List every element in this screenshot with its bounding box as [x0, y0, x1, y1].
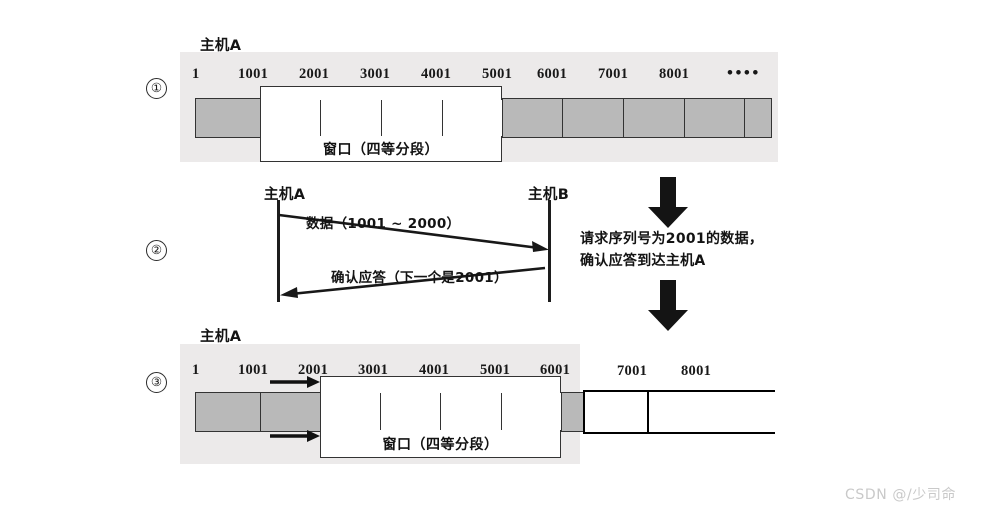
- row1-cell-3001: [381, 98, 442, 138]
- csdn-watermark: CSDN @/少司命: [845, 487, 957, 503]
- row1-seq-label-1001: 1001: [238, 66, 269, 82]
- row1-host-label: 主机A: [200, 38, 242, 54]
- row3-ext-cell-6001: [583, 390, 647, 434]
- row2-explanation-line1: 请求序列号为2001的数据，: [580, 231, 764, 247]
- row1-window-top: [260, 86, 502, 100]
- row3-window-top: [320, 376, 561, 393]
- row3-ext-seq-label-7001: 7001: [617, 363, 648, 379]
- row1-seq-label-3001: 3001: [360, 66, 391, 82]
- row1-ellipsis: ••••: [727, 63, 761, 82]
- row3-ext-seq-label-8001: 8001: [681, 363, 712, 379]
- row1-seq-label-8001: 8001: [659, 66, 690, 82]
- row3-seq-label-1: 1: [192, 362, 200, 378]
- row2-host-a-label: 主机A: [264, 187, 306, 203]
- row2-explanation: 请求序列号为2001的数据， 确认应答到达主机A: [580, 228, 763, 272]
- row3-window-caption: 窗口（四等分段）: [320, 430, 561, 458]
- row3-cell-5001: [501, 392, 561, 432]
- flow-arrow-down-top: [648, 177, 688, 228]
- row3-host-label: 主机A: [200, 329, 242, 345]
- row1-window-caption: 窗口（四等分段）: [260, 136, 502, 162]
- row3-ext-cell-7001: [647, 390, 711, 434]
- row1-seq-label-2001: 2001: [299, 66, 330, 82]
- row3-seq-label-6001: 6001: [540, 362, 571, 378]
- row3-seq-label-1001: 1001: [238, 362, 269, 378]
- row3-seq-label-3001: 3001: [358, 362, 389, 378]
- row2-host-b-label: 主机B: [528, 187, 570, 203]
- window-slide-arrow-top: [270, 376, 320, 388]
- row3-cell-1: [195, 392, 260, 432]
- row1-cell-4001: [442, 98, 502, 138]
- row3-cell-3001: [380, 392, 440, 432]
- row1-cell-7001: [623, 98, 684, 138]
- row1-seq-label-6001: 6001: [537, 66, 568, 82]
- window-slide-arrow-bottom: [270, 430, 320, 442]
- row1-cell-8001: [684, 98, 744, 138]
- row1-cell-6001: [562, 98, 623, 138]
- row2-explanation-line2: 确认应答到达主机A: [580, 253, 706, 269]
- row1-cell-1: [195, 98, 260, 138]
- row3-cell-6001: [561, 392, 585, 432]
- row1-seq-label-1: 1: [192, 66, 200, 82]
- row1-cell-1001: [260, 98, 320, 138]
- row3-cell-1001: [260, 392, 320, 432]
- row2-lifeline-host-a: [277, 200, 280, 302]
- row1-seq-label-7001: 7001: [598, 66, 629, 82]
- row1-cell-5001: [502, 98, 562, 138]
- step-number-one: ①: [146, 78, 167, 99]
- row2-lifeline-host-b: [548, 200, 551, 302]
- row3-seq-label-2001: 2001: [298, 362, 329, 378]
- row2-data-label: 数据（1001 ~ 2000）: [306, 216, 461, 232]
- row2-data-arrow: [278, 213, 549, 252]
- row3-seq-label-5001: 5001: [480, 362, 511, 378]
- row2-ack-arrow: [280, 266, 546, 298]
- row1-seq-label-4001: 4001: [421, 66, 452, 82]
- row3-cell-4001: [440, 392, 501, 432]
- row3-seq-label-4001: 4001: [419, 362, 450, 378]
- row3-cell-2001: [320, 392, 380, 432]
- flow-arrow-down-bottom: [648, 280, 688, 331]
- row2-ack-label: 确认应答（下一个是2001）: [331, 270, 508, 286]
- row1-cell-2001: [320, 98, 381, 138]
- step-number-three: ③: [146, 372, 167, 393]
- row1-cell-more: [744, 98, 772, 138]
- row3-ext-cell-8001: [711, 390, 775, 434]
- row1-seq-label-5001: 5001: [482, 66, 513, 82]
- step-number-two: ②: [146, 240, 167, 261]
